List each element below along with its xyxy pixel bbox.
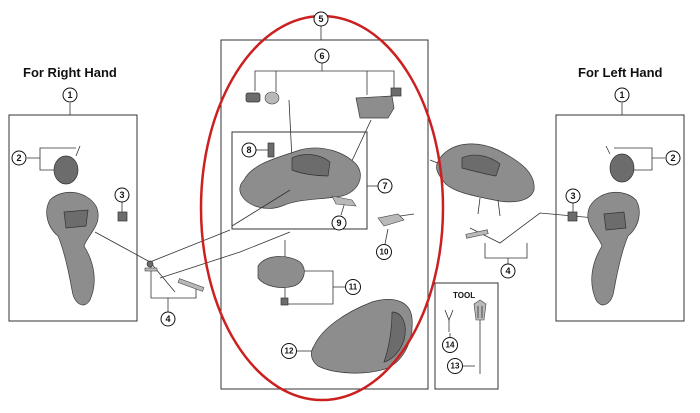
tool-box (434, 282, 499, 390)
callout-number: 11 (349, 283, 358, 292)
callout-4-right: 4 (160, 311, 176, 327)
callout-2-right: 2 (11, 150, 27, 166)
callout-number: 13 (451, 362, 460, 371)
callout-3-right: 3 (114, 187, 130, 203)
heading-left-hand: For Left Hand (578, 65, 663, 80)
callout-3-left: 3 (565, 188, 581, 204)
part-10 (377, 213, 415, 227)
left-side-body-part (436, 143, 535, 239)
callout-9: 9 (331, 215, 347, 231)
callout-number: 7 (382, 181, 387, 191)
callout-number: 12 (285, 347, 294, 356)
callout-12: 12 (281, 343, 297, 359)
tool-label: TOOL (453, 291, 475, 300)
leader-lines (27, 26, 665, 367)
part-12-hood (311, 299, 413, 374)
callout-number: 6 (319, 51, 324, 61)
part-6-items (245, 87, 402, 119)
main-body-part-7 (231, 142, 361, 227)
callout-7: 7 (377, 178, 393, 194)
callout-number: 5 (318, 14, 323, 24)
callout-6: 6 (314, 48, 330, 64)
callout-number: 4 (505, 266, 510, 276)
callout-11: 11 (345, 279, 361, 295)
callout-number: 14 (446, 341, 455, 350)
part-11 (257, 256, 305, 306)
callout-4-left: 4 (500, 263, 516, 279)
tool-items (444, 299, 487, 374)
callout-number: 3 (570, 191, 575, 201)
callout-number: 1 (619, 90, 624, 100)
callout-13: 13 (447, 358, 463, 374)
callout-1-left: 1 (614, 87, 630, 103)
right-hand-lever (46, 145, 128, 306)
right-cable-parts (144, 260, 205, 292)
heading-right-hand: For Right Hand (23, 65, 117, 80)
right-hand-lever-box (8, 114, 138, 322)
callout-number: 2 (16, 153, 21, 163)
callout-number: 9 (336, 218, 341, 228)
callout-14: 14 (442, 337, 458, 353)
callout-number: 8 (246, 145, 251, 155)
left-hand-lever-box (555, 114, 685, 322)
callout-1-right: 1 (62, 87, 78, 103)
left-hand-lever (567, 145, 640, 306)
callout-8: 8 (241, 142, 257, 158)
callout-number: 2 (670, 153, 675, 163)
callout-10: 10 (376, 244, 392, 260)
callout-number: 10 (380, 248, 389, 257)
callout-number: 3 (119, 190, 124, 200)
callout-number: 4 (165, 314, 170, 324)
inner-assembly-box (231, 131, 368, 230)
center-parts-box (220, 39, 429, 390)
callout-2-left: 2 (665, 150, 681, 166)
callout-number: 1 (67, 90, 72, 100)
callout-5: 5 (313, 11, 329, 27)
